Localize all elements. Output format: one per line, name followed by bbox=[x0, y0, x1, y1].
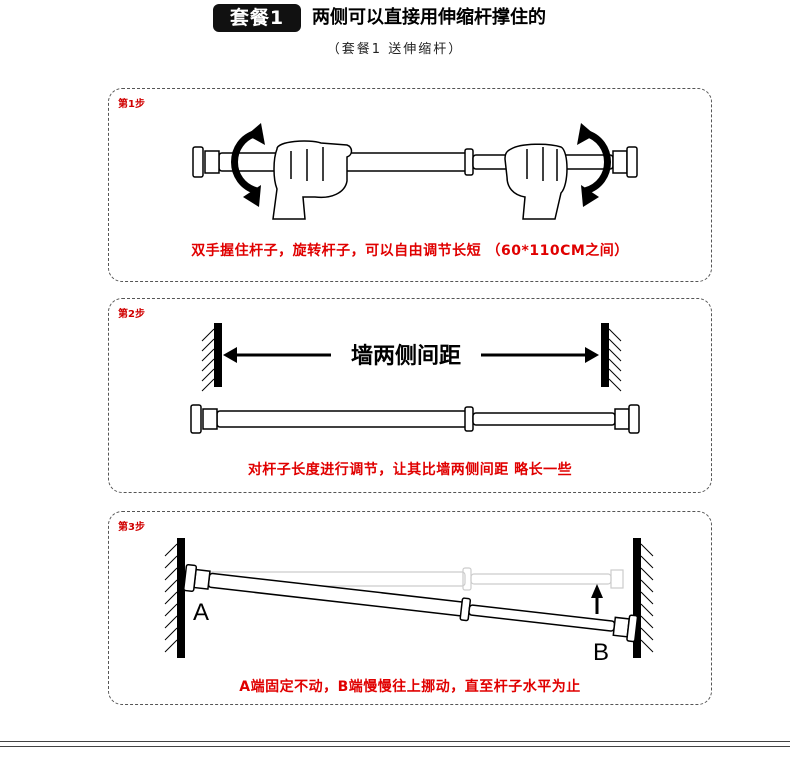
step-2-label: 第2步 bbox=[118, 309, 145, 320]
step-1-illustration bbox=[192, 123, 638, 220]
right-wall bbox=[601, 323, 622, 392]
extended-rod bbox=[190, 404, 640, 434]
step-2-caption: 对杆子长度进行调节，让其比墙两侧间距 略长一些 bbox=[247, 462, 573, 478]
bottom-divider-1 bbox=[0, 741, 790, 742]
arrow-right-icon bbox=[585, 347, 599, 363]
step-3-panel: 第3步 bbox=[108, 511, 712, 705]
right-hand-icon bbox=[504, 143, 568, 220]
upward-arrow-icon bbox=[591, 584, 603, 614]
arrow-head-left-bottom bbox=[243, 185, 261, 207]
page-title: 两侧可以直接用伸缩杆撑住的 bbox=[312, 7, 546, 28]
arrow-left-icon bbox=[223, 347, 237, 363]
step-3-label: 第3步 bbox=[118, 522, 145, 533]
tilted-rod bbox=[183, 563, 639, 643]
distance-label: 墙两侧间距 bbox=[351, 344, 461, 369]
end-b-label: B bbox=[593, 639, 609, 666]
step-3-illustration: A B bbox=[164, 538, 654, 666]
step-1-label: 第1步 bbox=[118, 99, 145, 110]
left-wall bbox=[201, 323, 222, 392]
rotate-arrow-left-icon bbox=[231, 129, 259, 195]
page-subtitle: （套餐1 送伸缩杆） bbox=[326, 42, 464, 57]
end-a-label: A bbox=[193, 599, 209, 626]
arrow-head-right-bottom bbox=[581, 185, 599, 207]
header: 套餐1 两侧可以直接用伸缩杆撑住的 （套餐1 送伸缩杆） bbox=[0, 0, 790, 70]
step-1-caption: 双手握住杆子，旋转杆子，可以自由调节长短 （60*110CM之间） bbox=[191, 243, 629, 259]
step-2-panel: 第2步 墙两侧间距 bbox=[108, 298, 712, 493]
step-2-illustration: 墙两侧间距 bbox=[190, 323, 640, 434]
bottom-divider-2 bbox=[0, 746, 790, 747]
telescopic-rod bbox=[192, 146, 638, 178]
left-hand-icon bbox=[272, 140, 353, 220]
package-badge: 套餐1 bbox=[213, 4, 301, 32]
step-1-panel: 第1步 bbox=[108, 88, 712, 282]
rotate-arrow-right-icon bbox=[583, 129, 611, 195]
step-3-caption: A端固定不动，B端慢慢往上挪动，直至杆子水平为止 bbox=[239, 679, 581, 695]
arrow-head-left-top bbox=[247, 123, 265, 145]
arrow-head-right-top bbox=[577, 123, 595, 145]
left-wall bbox=[164, 538, 185, 658]
right-wall bbox=[633, 538, 654, 658]
